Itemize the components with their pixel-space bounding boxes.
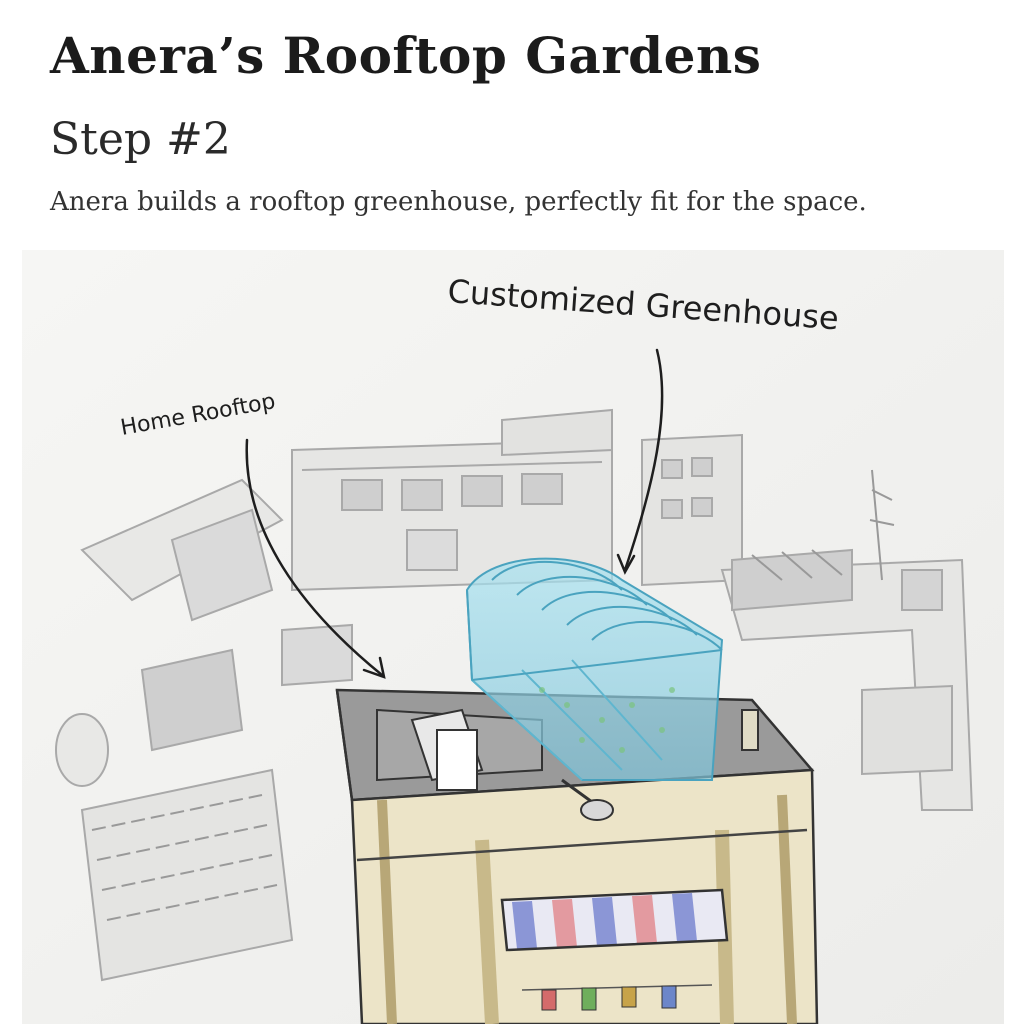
callout-arrows (245, 348, 664, 679)
greenhouse (465, 557, 724, 781)
step-description: Anera builds a rooftop greenhouse, perfe… (50, 187, 867, 217)
roof-details (376, 708, 759, 821)
greenhouse-arrow (623, 348, 664, 572)
page-title: Anera’s Rooftop Gardens (50, 26, 762, 85)
rooftop-arrow (245, 438, 384, 677)
background-buildings (55, 408, 974, 982)
step-heading: Step #2 (50, 114, 231, 165)
illustration-sketch: Customized Greenhouse Home Rooftop (22, 250, 1004, 1024)
rooftop-illustration: Customized Greenhouse Home Rooftop (22, 250, 1004, 1024)
